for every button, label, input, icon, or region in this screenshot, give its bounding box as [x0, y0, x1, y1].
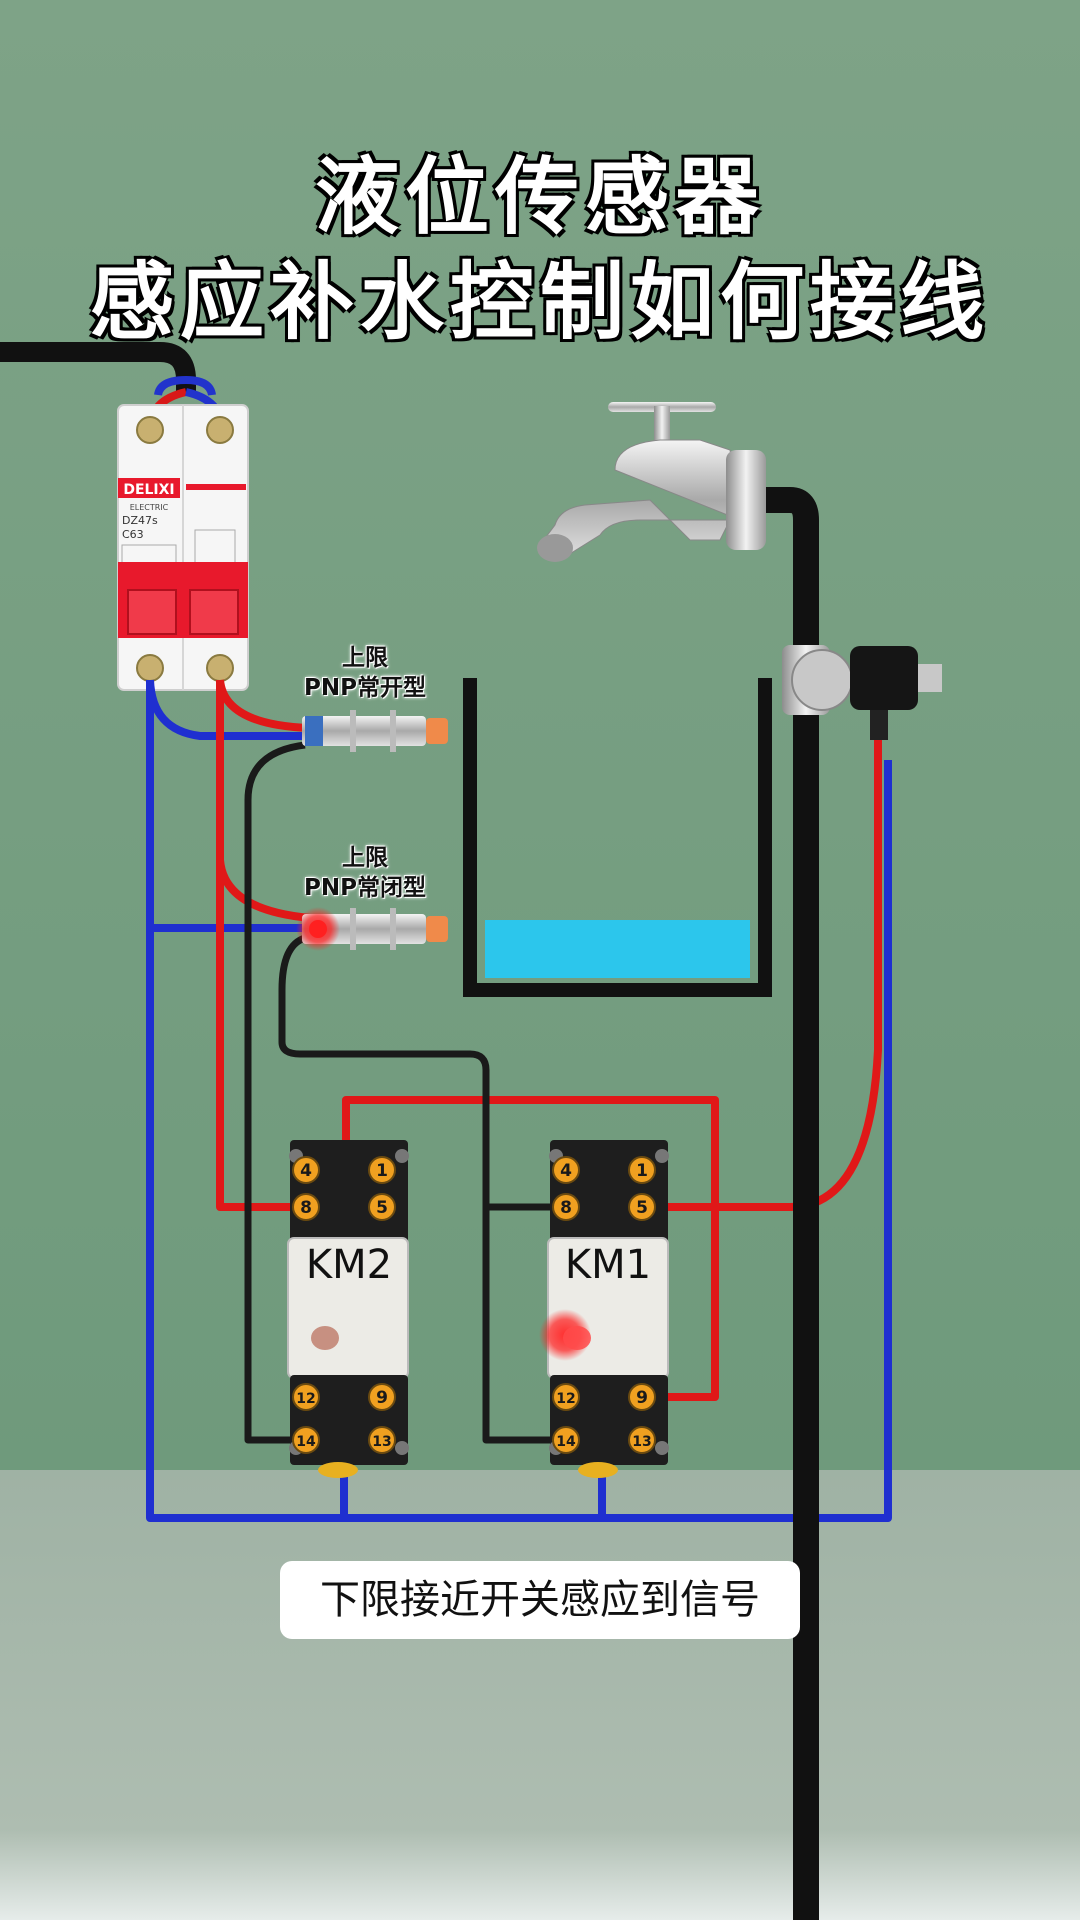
terminal-number: 13: [372, 1434, 391, 1450]
breaker-icon: DELIXI ELECTRIC DZ47s C63: [117, 404, 249, 691]
water-pipe: [760, 487, 819, 1920]
terminal-number: 13: [632, 1434, 651, 1450]
breaker-brand-sub: ELECTRIC: [130, 503, 169, 512]
solenoid-valve-icon: [782, 645, 942, 740]
terminal-screw: [552, 1156, 580, 1184]
water-tank-icon: [463, 678, 772, 997]
terminal-number: 8: [300, 1198, 312, 1218]
faucet-icon: [537, 402, 766, 562]
terminal-number: 14: [296, 1434, 316, 1450]
upper-sensor-label: 上限 PNP常开型: [265, 643, 465, 703]
proximity-sensor-icon: [296, 907, 448, 951]
floor: [0, 1470, 1080, 1920]
upper-sensor-label-line1: 上限: [342, 645, 388, 671]
terminal-number: 1: [376, 1161, 388, 1181]
terminal-number: 4: [300, 1161, 312, 1181]
terminal-screw: [292, 1383, 320, 1411]
neutral-wires: [146, 679, 892, 1522]
terminal-screw: [368, 1193, 396, 1221]
terminal-screw: [628, 1383, 656, 1411]
status-caption: 下限接近开关感应到信号: [280, 1561, 800, 1639]
breaker-brand: DELIXI: [123, 482, 174, 498]
terminal-screw: [368, 1156, 396, 1184]
relay-km1-label: KM1: [565, 1242, 651, 1288]
terminal-screw: [292, 1193, 320, 1221]
relay-terminals: 4 1 8 5 12 9 14 13 4 1 8 5 12 9 14 13: [292, 1156, 656, 1454]
relay-km2-label: KM2: [306, 1242, 392, 1288]
terminal-number: 14: [556, 1434, 576, 1450]
breaker-model: DZ47s: [122, 514, 158, 527]
terminal-screw: [368, 1426, 396, 1454]
terminal-number: 5: [636, 1198, 648, 1218]
terminal-number: 8: [560, 1198, 572, 1218]
lower-sensor-label: 上限 PNP常闭型: [265, 843, 465, 903]
title-line-1: 液位传感器: [314, 148, 765, 246]
terminal-screw: [368, 1383, 396, 1411]
lower-sensor-label-line1: 上限: [342, 845, 388, 871]
terminal-number: 5: [376, 1198, 388, 1218]
terminal-number: 12: [556, 1391, 575, 1407]
terminal-number: 9: [636, 1388, 648, 1408]
terminal-number: 1: [636, 1161, 648, 1181]
terminal-screw: [552, 1426, 580, 1454]
terminal-screw: [292, 1156, 320, 1184]
title-line-2: 感应补水控制如何接线: [89, 253, 990, 351]
upper-sensor-label-line2: PNP常开型: [304, 675, 426, 701]
terminal-screw: [552, 1193, 580, 1221]
terminal-screw: [628, 1156, 656, 1184]
terminal-screw: [628, 1426, 656, 1454]
proximity-sensor-icon: [302, 710, 448, 752]
lower-sensor-label-line2: PNP常闭型: [304, 875, 426, 901]
breaker-rating: C63: [122, 528, 144, 541]
relay-km1: [539, 1140, 669, 1478]
terminal-number: 9: [376, 1388, 388, 1408]
terminal-screw: [628, 1193, 656, 1221]
terminal-screw: [292, 1426, 320, 1454]
terminal-number: 12: [296, 1391, 315, 1407]
terminal-screw: [552, 1383, 580, 1411]
terminal-number: 4: [560, 1161, 572, 1181]
